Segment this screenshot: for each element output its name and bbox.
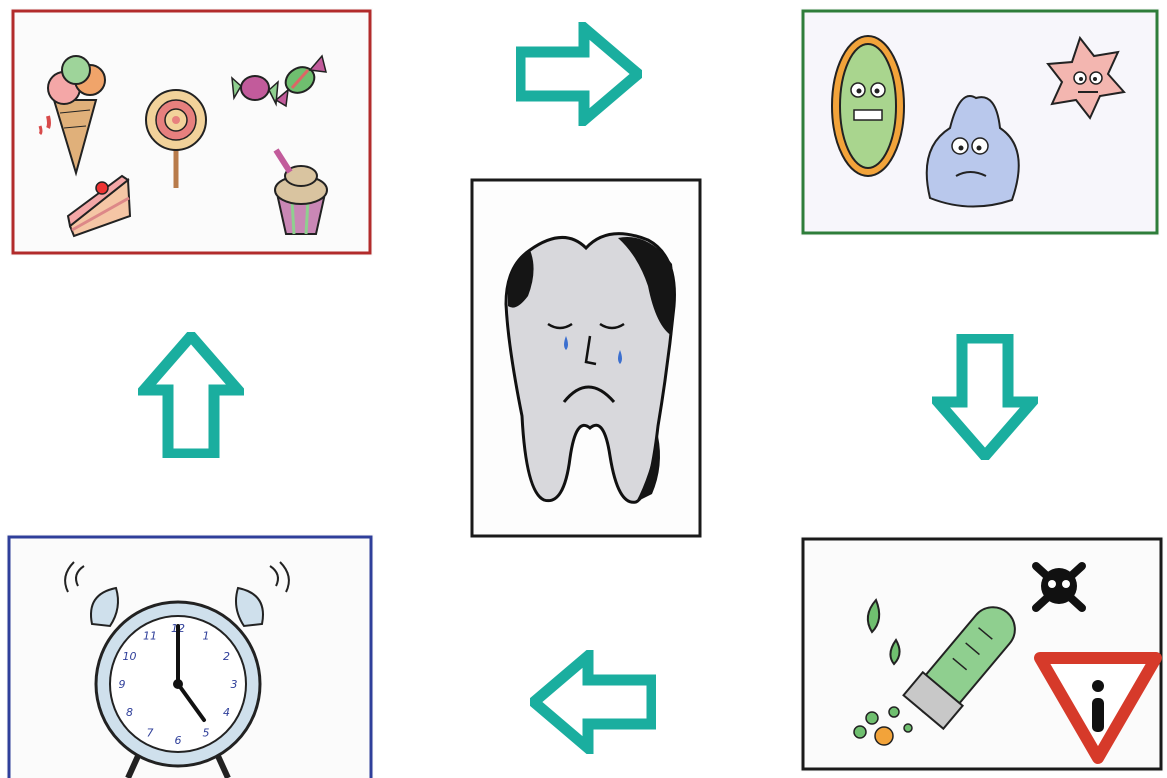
clock-numeral: 5 <box>203 727 210 740</box>
bacteria-panel <box>800 8 1160 236</box>
green-bacterium-icon <box>832 36 904 176</box>
arrow-up-icon <box>138 332 244 458</box>
clock-numeral: 1 <box>203 630 210 643</box>
clock-numeral: 6 <box>175 734 182 747</box>
sweets-panel <box>10 8 373 256</box>
tooth-card <box>468 176 704 540</box>
clock-numeral: 10 <box>123 650 137 663</box>
clock-numeral: 7 <box>147 727 154 740</box>
arrow-right-icon <box>516 22 642 126</box>
arrow-down-icon <box>932 334 1038 460</box>
acid-illustration <box>800 536 1164 772</box>
clock-numeral: 3 <box>231 678 238 691</box>
clock-panel: 121234567891011 <box>6 534 374 778</box>
skull-crossbones-icon <box>1036 566 1082 608</box>
clock-numeral: 2 <box>223 650 230 663</box>
arrow-left-icon <box>530 650 656 754</box>
clock-numeral: 9 <box>119 678 126 691</box>
sad-tooth-icon <box>468 176 704 540</box>
clock-numeral: 4 <box>223 706 230 719</box>
clock-numeral: 11 <box>143 630 157 643</box>
bacteria-illustration <box>800 8 1160 236</box>
alarm-clock-icon: 121234567891011 <box>6 534 374 778</box>
acid-panel <box>800 536 1164 772</box>
sweets-illustration <box>10 8 373 256</box>
clock-numeral: 8 <box>126 706 133 719</box>
